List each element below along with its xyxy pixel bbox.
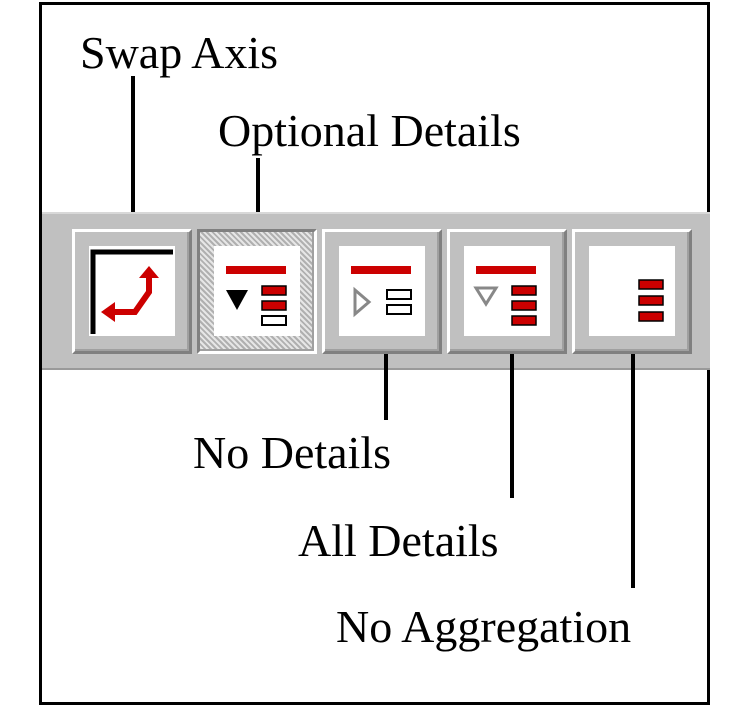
leader-no-aggregation [631,354,635,588]
optional-details-icon [214,246,300,336]
label-optional-details: Optional Details [218,105,521,156]
leader-no-details [384,354,388,420]
all-details-button[interactable] [447,229,567,354]
all-details-icon [464,246,550,336]
leader-optional-details [256,158,260,232]
optional-details-button[interactable] [197,229,317,354]
swap-axis-icon [89,246,175,336]
leader-all-details [510,354,514,498]
leader-swap-axis [131,76,135,232]
label-all-details: All Details [298,515,499,566]
label-swap-axis: Swap Axis [80,27,279,78]
label-no-details: No Details [193,427,392,478]
label-no-aggregation: No Aggregation [336,601,632,652]
swap-axis-button[interactable] [72,229,192,354]
no-aggregation-icon [589,246,675,336]
no-aggregation-button[interactable] [572,229,692,354]
no-details-icon [339,246,425,336]
no-details-button[interactable] [322,229,442,354]
